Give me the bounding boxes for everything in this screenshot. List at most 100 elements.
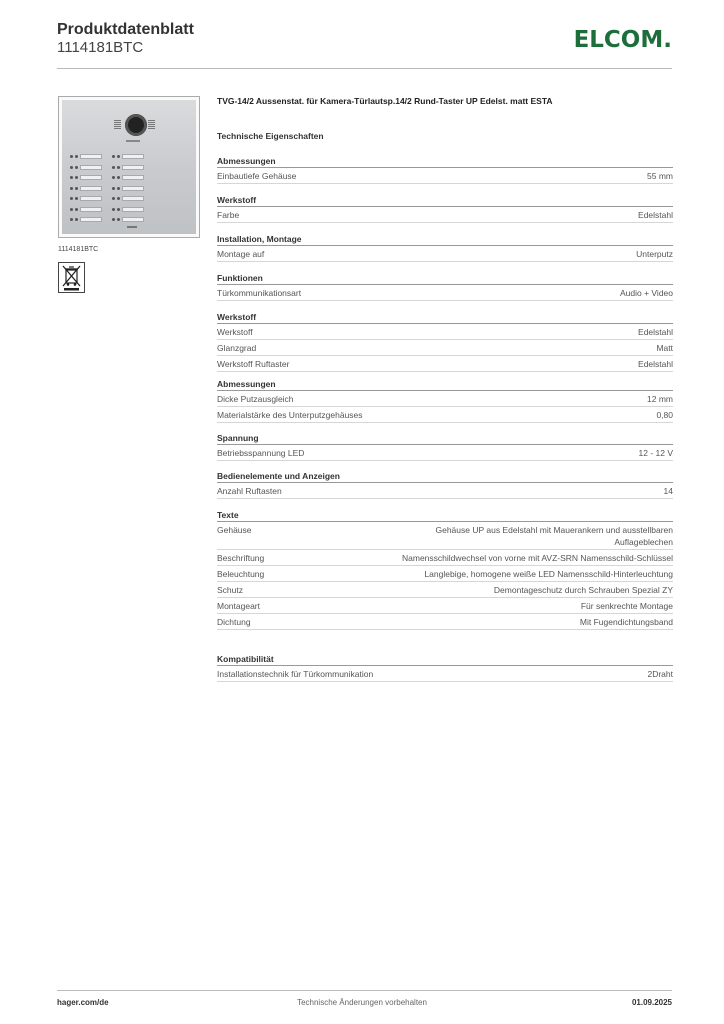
section-heading: Bedienelemente und Anzeigen (217, 470, 673, 483)
spec-row: Beleuchtung Langlebige, homogene weiße LE… (217, 566, 673, 582)
spec-value: 55 mm (647, 170, 673, 181)
button-dot-icon (112, 165, 115, 169)
button-dot-icon (112, 155, 115, 158)
spec-value: 12 - 12 V (638, 447, 674, 458)
name-plate-bar (80, 196, 102, 201)
speaker-grille-left (114, 120, 121, 129)
spec-row: Glanzgrad Matt (217, 340, 673, 356)
name-plate-bar (80, 217, 102, 222)
button-dot-icon (70, 165, 73, 169)
button-dot-icon (70, 197, 73, 200)
spec-label: Materialstärke des Unterputzgehäuses (217, 409, 363, 420)
button-dot-icon (112, 186, 115, 190)
section-heading: Abmessungen (217, 155, 673, 168)
button-dot-icon (117, 176, 120, 179)
spec-row: Dicke Putzausgleich 12 mm (217, 391, 673, 407)
button-dot-icon (112, 218, 115, 221)
name-plate-bar (122, 196, 144, 201)
speaker-grille-right (148, 120, 155, 129)
button-dot-icon (112, 207, 115, 211)
button-dot-icon (117, 197, 120, 200)
spec-label: Glanzgrad (217, 342, 257, 353)
camera-lens-icon (124, 114, 147, 136)
spec-row: Montage auf Unterputz (217, 246, 673, 262)
spec-label: Installationstechnik für Türkommunikatio… (217, 668, 374, 679)
section-heading: Funktionen (217, 272, 673, 285)
tech-properties-title: Technische Eigenschaften (217, 131, 324, 141)
button-dot-icon (70, 207, 73, 211)
spec-value: Matt (656, 342, 673, 353)
button-dot-icon (75, 165, 78, 169)
button-dot-icon (117, 186, 120, 190)
button-dot-icon (75, 218, 78, 221)
button-dot-icon (117, 165, 120, 169)
spec-row: Gehäuse Gehäuse UP aus Edelstahl mit Maue… (217, 522, 673, 550)
spec-value: 14 (663, 485, 673, 496)
spec-value: Unterputz (636, 248, 673, 259)
weee-crossed-bin-icon (58, 262, 85, 293)
button-dot-icon (75, 207, 78, 211)
spec-label: Werkstoff Ruftaster (217, 358, 290, 369)
spec-label: Schutz (217, 584, 243, 595)
spec-value: Edelstahl (638, 358, 673, 369)
spec-value: Edelstahl (638, 326, 673, 337)
button-dot-icon (70, 176, 73, 179)
spec-label: Beschriftung (217, 552, 265, 563)
button-dot-icon (112, 197, 115, 200)
name-plate-bar (122, 175, 144, 180)
article-number: 1114181BTC (57, 39, 144, 56)
spec-label: Werkstoff (217, 326, 253, 337)
button-dot-icon (70, 218, 73, 221)
name-plate-bar (80, 206, 102, 212)
spec-value: 12 mm (647, 393, 673, 404)
page-title: Produktdatenblatt (57, 21, 194, 38)
section-heading: Werkstoff (217, 311, 673, 324)
section-heading: Installation, Montage (217, 233, 673, 246)
spec-label: Gehäuse (217, 524, 252, 535)
spec-value: Langlebige, homogene weiße LED Namenssch… (424, 568, 673, 579)
spec-label: Beleuchtung (217, 568, 265, 579)
name-plate-bar (122, 206, 144, 212)
section-heading: Abmessungen (217, 378, 673, 391)
name-plate-bar (80, 154, 102, 159)
name-plate-bar (122, 164, 144, 170)
name-plate-bar (80, 185, 102, 191)
product-title: TVG-14/2 Aussenstat. für Kamera-Türlauts… (217, 96, 553, 106)
plate-logo (127, 226, 137, 228)
section-heading: Texte (217, 509, 673, 522)
button-dot-icon (75, 197, 78, 200)
spec-value: Gehäuse UP aus Edelstahl mit Maueranker​… (435, 524, 673, 547)
spec-label: Montage auf (217, 248, 265, 259)
image-caption: 1114181BTC (58, 246, 99, 253)
header-divider (57, 68, 672, 69)
spec-label: Einbautiefe Gehäuse (217, 170, 297, 181)
spec-value: Für senkrechte Montage (580, 600, 673, 611)
spec-row: Anzahl Ruftasten 14 (217, 483, 673, 499)
section-heading: Werkstoff (217, 194, 673, 207)
spec-row: Werkstoff Edelstahl (217, 324, 673, 340)
elcom-logo: ELCOM. (573, 27, 672, 53)
button-dot-icon (117, 155, 120, 158)
button-dot-icon (117, 207, 120, 211)
footer-disclaimer: Technische Änderungen vorbehalten (297, 998, 427, 1007)
name-plate-bar (80, 175, 102, 180)
spec-label: Dicke Putzausgleich (217, 393, 294, 404)
spec-value: Audio + Video (619, 287, 673, 298)
section-heading: Spannung (217, 432, 673, 445)
spec-label: Dichtung (217, 616, 251, 627)
footer-website: hager.com/de (57, 998, 109, 1007)
spec-label: Anzahl Ruftasten (217, 485, 282, 496)
spec-value: Mit Fugendichtungsband (579, 616, 673, 627)
footer-divider (57, 990, 672, 991)
button-dot-icon (75, 186, 78, 190)
door-station-plate (62, 100, 196, 234)
